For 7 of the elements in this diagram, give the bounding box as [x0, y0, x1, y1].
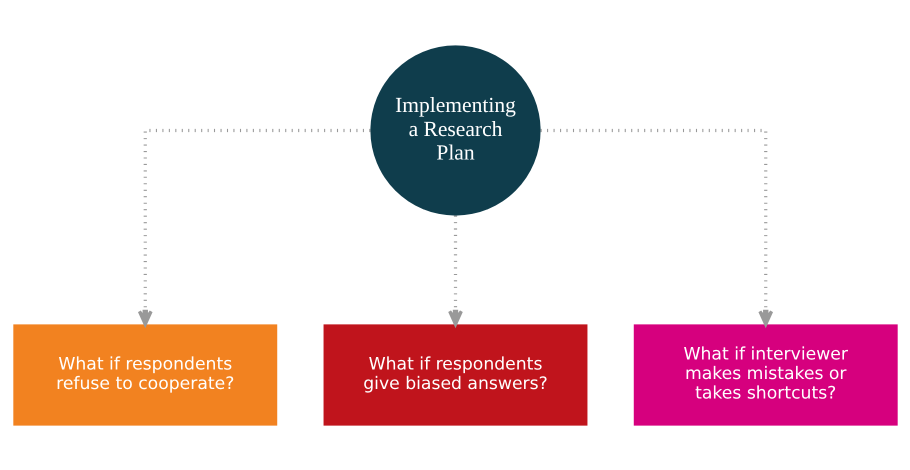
- node-box: What if respondents refuse to cooperate?: [12, 324, 277, 426]
- node-box: What if interviewer makes mistakes or takes shortcuts?: [633, 324, 898, 426]
- arrow: [137, 128, 370, 326]
- arrow: [540, 128, 773, 326]
- node-circle: Implementing a Research Plan: [370, 44, 540, 216]
- node-box: What if respondents give biased answers?: [323, 324, 587, 426]
- arrow: [448, 215, 462, 326]
